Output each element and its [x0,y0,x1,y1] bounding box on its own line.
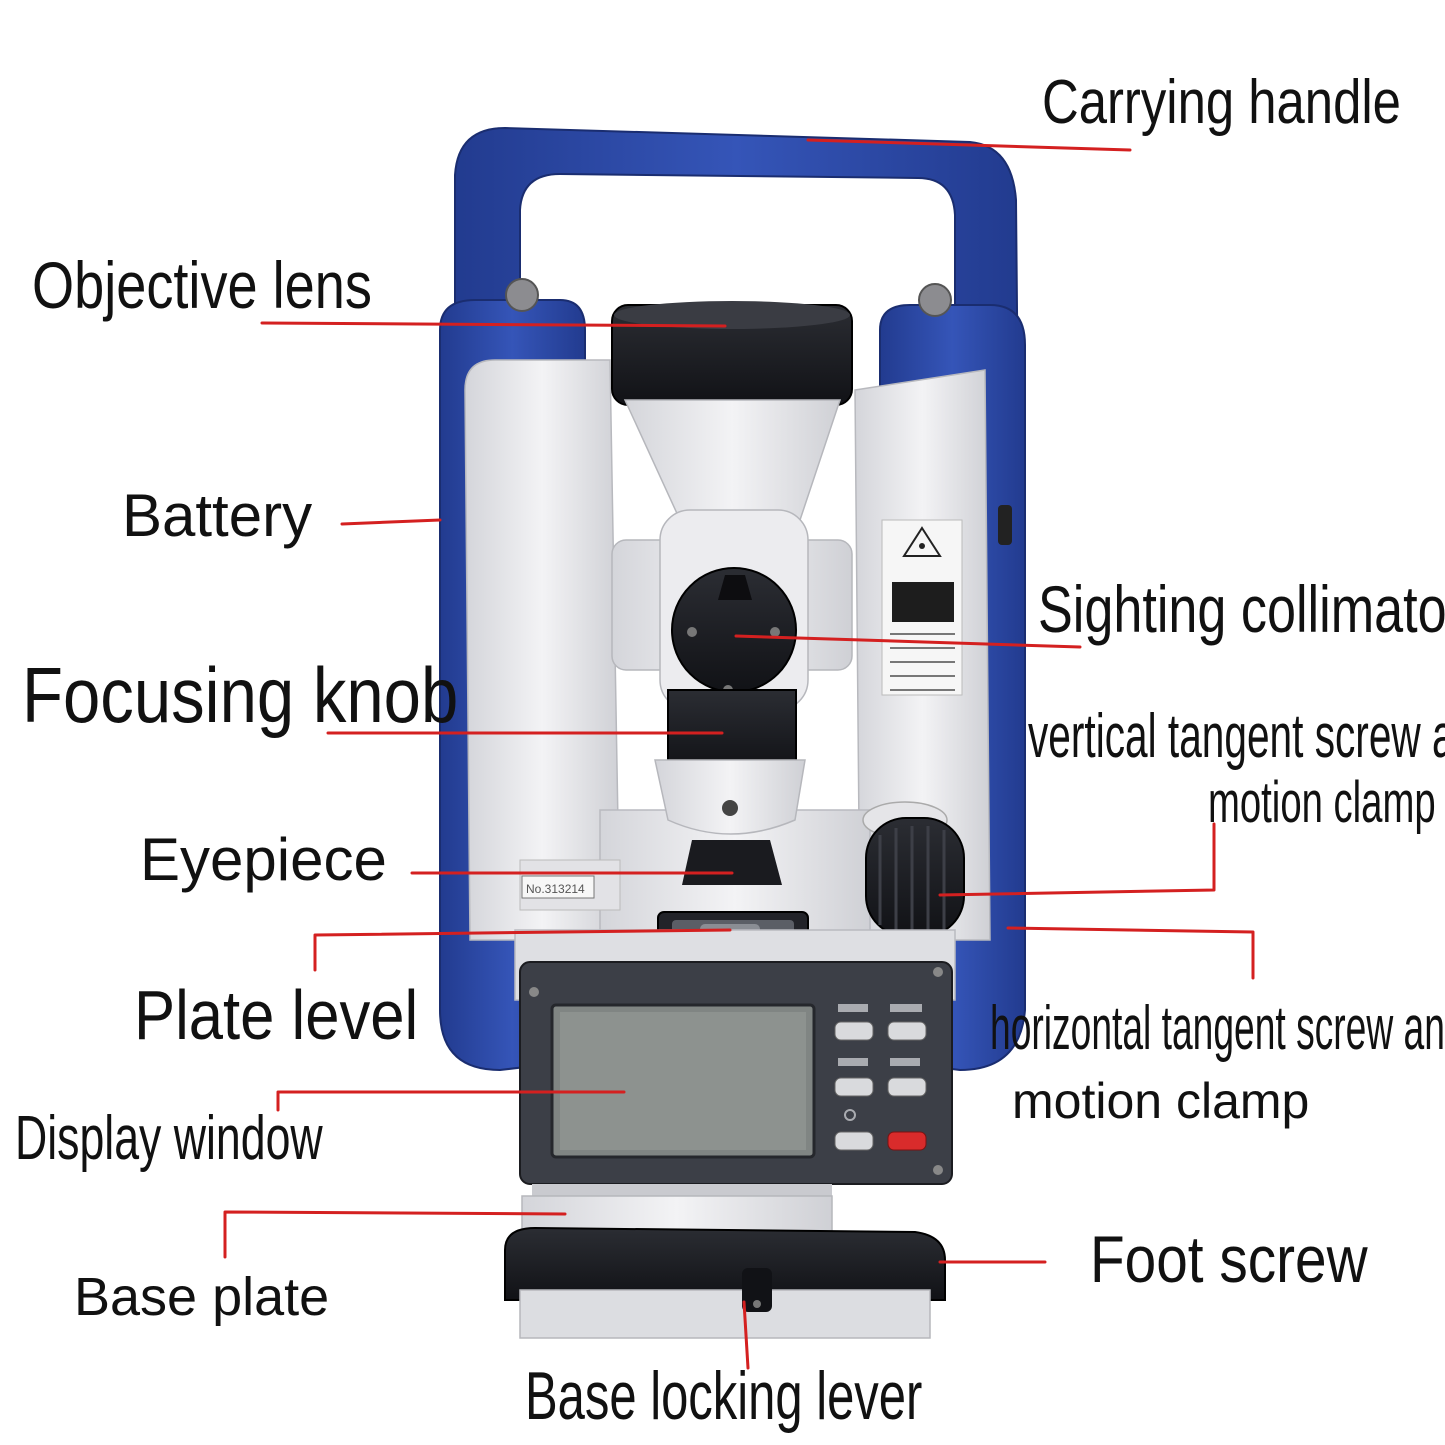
label-display-window: Display window [15,1104,323,1173]
leader-plate-level [313,928,732,972]
label-carrying-handle: Carrying handle [1042,68,1401,137]
label-focusing-knob: Focusing knob [22,651,459,739]
label-base-plate: Base plate [74,1267,330,1327]
control-panel [519,961,953,1185]
leader-objective-lens [260,321,727,328]
label-horizontal-tangent-line1: horizontal tangent screw and [990,994,1445,1063]
leader-base-locking-lever [742,1300,750,1370]
label-vertical-tangent-line2: motion clamp [1208,770,1436,835]
label-battery: Battery [122,482,313,549]
leader-sighting-collimator [734,634,1082,649]
label-objective-lens: Objective lens [32,248,372,322]
label-foot-screw: Foot screw [1090,1222,1368,1296]
label-plate-level: Plate level [134,976,419,1054]
leader-horizontal-tangent [1006,926,1255,980]
label-horizontal-tangent-line2: motion clamp [1012,1073,1310,1129]
label-base-locking-lever: Base locking lever [525,1358,923,1434]
label-sighting-collimator: Sighting collimator [1038,572,1445,646]
leader-display-window [276,1090,626,1112]
label-eyepiece: Eyepiece [140,826,387,893]
serial-plate-text: No.313214 [526,882,585,896]
base-assembly [504,1184,946,1339]
vertical-tangent-knob [862,801,965,937]
label-vertical-tangent-line1: vertical tangent screw and [1028,702,1445,771]
leader-carrying-handle [806,138,1132,152]
leader-base-plate [223,1210,567,1259]
leader-vertical-tangent [938,822,1216,897]
leader-battery [340,518,442,526]
